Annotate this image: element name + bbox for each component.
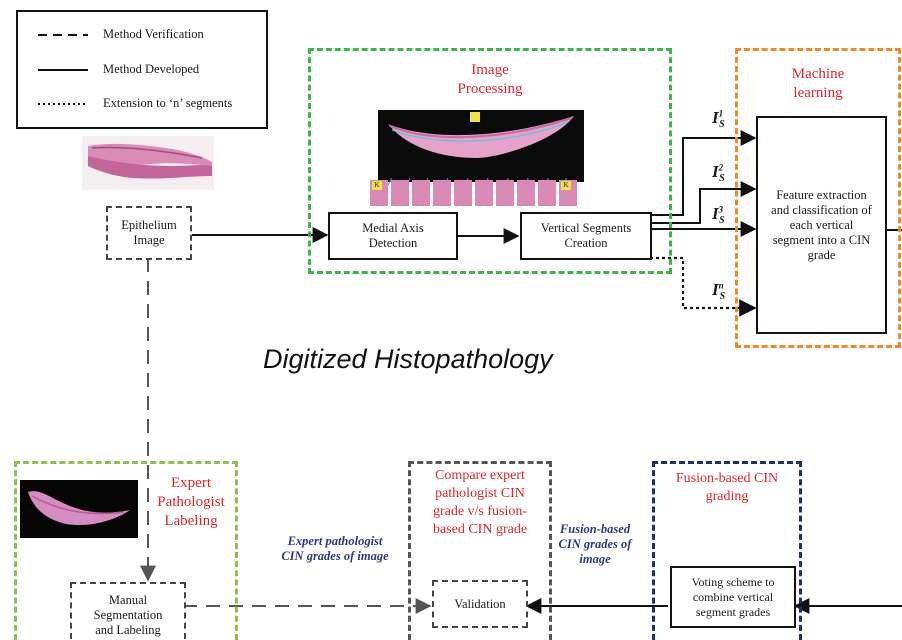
segment-input-2: I2S xyxy=(712,162,725,184)
legend-label: Extension to ‘n’ segments xyxy=(103,96,233,110)
vertical-segments-box[interactable]: Vertical Segments Creation xyxy=(520,212,652,260)
segment-input-base: I xyxy=(712,280,719,299)
segment-thumbnails: K K xyxy=(368,180,594,208)
segment-thumb xyxy=(391,180,409,206)
expert-labeling-region: Expert Pathologist Labeling xyxy=(14,461,238,640)
segment-input-sub: S xyxy=(719,173,725,185)
segment-thumb-tag: K xyxy=(561,181,571,190)
epithelium-image-label: Epithelium Image xyxy=(121,218,177,247)
expert-labeling-title: Expert Pathologist Labeling xyxy=(157,475,225,529)
legend-item-extension: Extension to ‘n’ segments xyxy=(18,95,266,115)
expert-grades-label: Expert pathologist CIN grades of image xyxy=(281,534,389,563)
medial-axis-label: Medial Axis Detection xyxy=(362,221,424,250)
fusion-grades-label: Fusion-based CIN grades of image xyxy=(558,522,632,566)
segment-input-n: InS xyxy=(712,280,725,302)
compare-region: Compare expert pathologist CIN grade v/s… xyxy=(408,461,552,640)
arrow-segment-1 xyxy=(650,130,757,216)
segment-thumb xyxy=(496,180,514,206)
legend-item-developed: Method Developed xyxy=(18,61,266,81)
segment-thumb xyxy=(454,180,472,206)
compare-title: Compare expert pathologist CIN grade v/s… xyxy=(432,468,528,537)
image-processing-region: Image Processing xyxy=(308,48,672,274)
manual-segmentation-label: Manual Segmentation and Labeling xyxy=(93,593,163,637)
segment-input-sup: n xyxy=(718,280,724,291)
segment-input-sup: 3 xyxy=(718,204,724,215)
legend-label: Method Verification xyxy=(103,27,204,41)
medial-axis-illustration xyxy=(378,110,584,182)
image-processing-title: Image Processing xyxy=(457,62,523,97)
epithelium-image-box[interactable]: Epithelium Image xyxy=(106,206,192,260)
feature-extraction-label: Feature extraction and classification of… xyxy=(771,187,872,262)
segment-input-sup: 1 xyxy=(718,108,724,119)
segment-input-1: I1S xyxy=(712,108,725,130)
segment-input-base: I xyxy=(712,108,719,127)
segment-input-base: I xyxy=(712,162,719,181)
segment-thumb xyxy=(517,180,535,206)
legend-label: Method Developed xyxy=(103,62,200,76)
segment-input-sup: 2 xyxy=(718,162,724,173)
fusion-region: Fusion-based CIN grading xyxy=(652,461,802,640)
machine-learning-region: Machine learning xyxy=(735,48,901,348)
voting-box[interactable]: Voting scheme to combine vertical segmen… xyxy=(670,566,796,628)
segment-thumb xyxy=(412,180,430,206)
dashed-line-icon xyxy=(38,34,88,36)
figure-caption: Digitized Histopathology xyxy=(263,344,553,374)
machine-learning-title: Machine learning xyxy=(791,66,845,101)
epithelium-thumbnail xyxy=(82,136,214,190)
legend-item-verification: Method Verification xyxy=(18,26,266,46)
segment-input-sub: S xyxy=(719,291,726,303)
segment-thumb-tag: K xyxy=(372,181,382,190)
arrow-segment-2 xyxy=(650,181,757,224)
fusion-title: Fusion-based CIN grading xyxy=(675,471,779,504)
segment-thumb xyxy=(433,180,451,206)
legend: Method Verification Method Developed Ext… xyxy=(16,10,268,129)
solid-line-icon xyxy=(38,69,88,71)
segment-thumb xyxy=(475,180,493,206)
segment-input-base: I xyxy=(712,204,719,223)
segment-input-3: I3S xyxy=(712,204,725,226)
validation-label: Validation xyxy=(454,596,506,611)
expert-slide-image xyxy=(20,480,138,538)
segment-input-sub: S xyxy=(719,215,725,227)
validation-box[interactable]: Validation xyxy=(432,580,528,628)
dotted-line-icon xyxy=(38,103,88,105)
medial-axis-box[interactable]: Medial Axis Detection xyxy=(328,212,458,260)
segment-input-sub: S xyxy=(719,119,725,131)
voting-label: Voting scheme to combine vertical segmen… xyxy=(691,574,775,619)
manual-segmentation-box[interactable]: Manual Segmentation and Labeling xyxy=(70,582,186,639)
vertical-segments-label: Vertical Segments Creation xyxy=(540,221,632,250)
feature-extraction-box[interactable]: Feature extraction and classification of… xyxy=(756,116,887,334)
segment-thumb xyxy=(538,180,556,206)
